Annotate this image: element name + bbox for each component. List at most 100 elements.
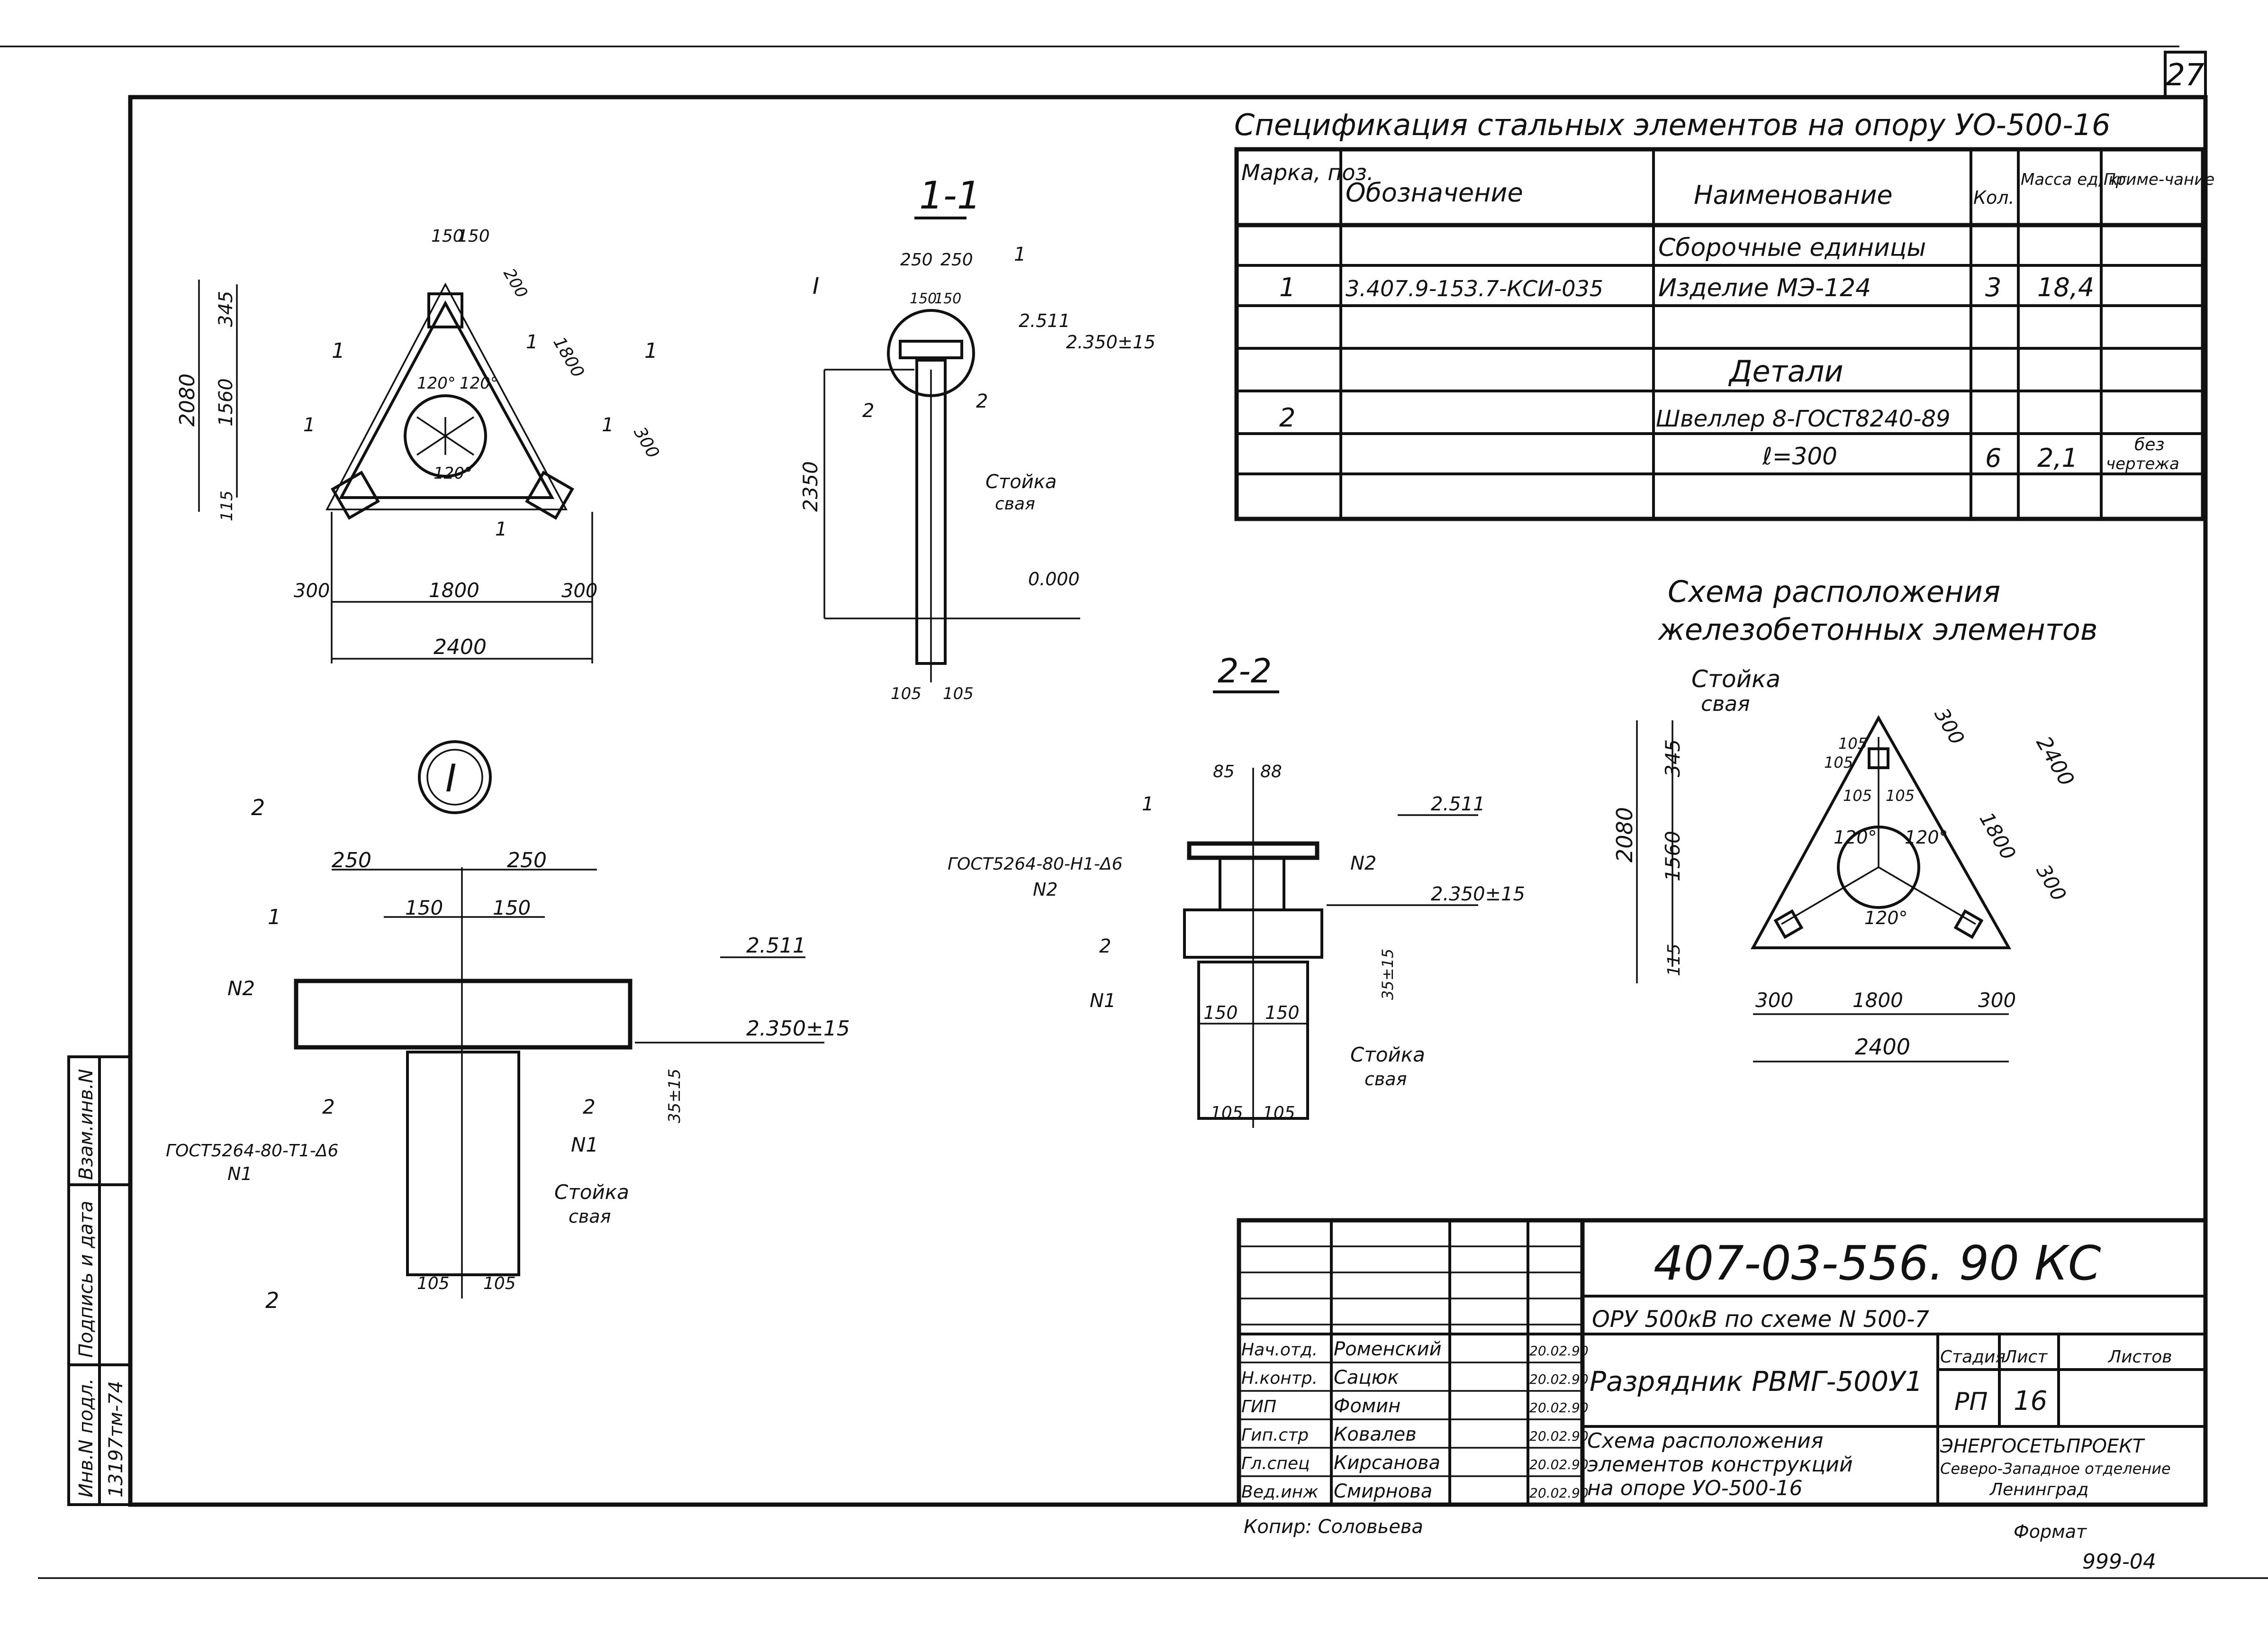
s11-dim-105b: 105	[943, 684, 974, 703]
name-3: Ковалев	[1334, 1424, 1417, 1445]
row1-designation: 3.407.9-153.7-КСИ-035	[1346, 276, 1603, 301]
detail-side-dim: 35±15	[665, 1069, 684, 1123]
stage-label: Стадия	[1940, 1347, 2006, 1367]
scheme-dim-345: 345	[1661, 739, 1684, 777]
stage-value: РП	[1954, 1388, 1988, 1416]
plan-dim-300-right: 300	[561, 580, 597, 602]
doc-code: 407-03-556. 90 КС	[1654, 1235, 2101, 1291]
s22-level-2511: 2.511	[1431, 793, 1485, 815]
scheme-dim-1800: 1800	[1852, 989, 1903, 1012]
s11-level-0000: 0.000	[1028, 569, 1080, 590]
org-2: Северо-Западное отделение	[1940, 1460, 2171, 1478]
scheme-dim-2400: 2400	[1855, 1034, 1910, 1060]
s22-label-2: 2	[1099, 935, 1111, 957]
detail-label-2b: 2	[583, 1095, 596, 1118]
detail-label-n1: N1	[571, 1133, 598, 1156]
name-4: Кирсанова	[1334, 1452, 1440, 1474]
plan-callout-1: 1	[526, 331, 538, 353]
s22-weld: ГОСТ5264-80-Н1-Δ6	[948, 854, 1122, 874]
sheet-label: Лист	[2003, 1347, 2048, 1367]
sheets-label: Листов	[2107, 1347, 2172, 1367]
s11-label-1: 1	[1014, 244, 1026, 265]
scheme-dim-105c: 105	[1843, 787, 1872, 805]
hdr-pos: Марка, поз.	[1241, 160, 1374, 185]
plan-angle-2: 120°	[460, 374, 498, 393]
stamp-inv-label: Инв.N подл.	[75, 1378, 97, 1498]
stamp-replace-label: Взам.инв.N	[75, 1069, 97, 1180]
hdr-mass: Масса ед, кг	[2021, 170, 2127, 189]
name-2: Фомин	[1334, 1395, 1401, 1417]
plan-callout-2: 1	[303, 414, 315, 436]
row2-qty: 6	[1985, 443, 2001, 473]
scheme-angle-3: 120°	[1864, 908, 1908, 928]
role-1: Н.контр.	[1241, 1369, 1318, 1388]
detail-weld: ГОСТ5264-80-Т1-Δ6	[166, 1141, 338, 1161]
detail-label-n2: N2	[227, 977, 255, 1000]
s11-dim-250b: 250	[940, 250, 973, 270]
role-0: Нач.отд.	[1241, 1340, 1318, 1360]
detail-pile-2: свая	[569, 1206, 611, 1227]
row2-mass: 2,1	[2037, 443, 2078, 473]
plan-dim-2400: 2400	[434, 635, 487, 659]
s22-dim-105b: 105	[1263, 1103, 1295, 1123]
s11-level-2350: 2.350±15	[1066, 332, 1156, 353]
spec-title: Спецификация стальных элементов на опору…	[1234, 108, 2110, 142]
plan-pile-right	[525, 471, 574, 520]
plan-dim-345: 345	[215, 291, 237, 327]
plan-dim-2080: 2080	[175, 373, 199, 427]
plan-pile-top	[427, 292, 463, 328]
scheme-pile-1: Стойка	[1691, 665, 1780, 693]
detail-dim-150a: 150	[405, 896, 443, 919]
section11-title: 1-1	[919, 173, 981, 218]
page-number-box	[2164, 51, 2207, 99]
detail-dim-250a: 250	[332, 848, 371, 872]
object-name: ОРУ 500кВ по схеме N 500-7	[1592, 1306, 1929, 1333]
detail-roman-circle	[418, 740, 492, 814]
hdr-qty: Кол.	[1973, 187, 2015, 208]
detail-level-2350: 2.350±15	[746, 1017, 850, 1041]
plan-dim-1800b: 1800	[549, 334, 587, 381]
s22-level-2350: 2.350±15	[1431, 883, 1525, 905]
row2-note-1: без	[2134, 435, 2165, 454]
s11-dim-150a: 150	[910, 291, 937, 307]
section-details: Детали	[1728, 354, 1843, 389]
hdr-note: Приме-чание	[2104, 170, 2214, 189]
section-1-1: 1-1 I 250 250 150 150 2.511 2.350±15 0.0…	[799, 173, 1156, 703]
detail-roman: I	[445, 756, 457, 800]
scheme-pile-left	[1773, 909, 1804, 939]
section22-title: 2-2	[1218, 652, 1272, 690]
s11-dim-105a: 105	[891, 684, 922, 703]
plan-pile-left	[331, 471, 380, 520]
detail-dim-150b: 150	[493, 896, 531, 919]
plan-dim-150a: 150	[431, 227, 464, 246]
hdr-designation: Обозначение	[1346, 178, 1523, 208]
plan-dim-300-left: 300	[294, 580, 330, 602]
binding-stamp: Инв.N подл. Подпись и дата Взам.инв.N 13…	[67, 1055, 132, 1506]
scheme-dim-2080: 2080	[1612, 807, 1637, 862]
detail-dim-105b: 105	[483, 1274, 516, 1293]
name-0: Роменский	[1334, 1338, 1442, 1360]
plan-callout-3: 1	[495, 518, 507, 540]
row1-name: Изделие МЭ-124	[1658, 274, 1871, 302]
hdr-name: Наименование	[1694, 180, 1893, 210]
plan-dim-115: 115	[217, 490, 236, 521]
scheme-dim-300a: 300	[1755, 989, 1793, 1012]
date-4: 20.02.90	[1529, 1457, 1589, 1472]
detail-cut-top: 2	[251, 795, 265, 820]
scheme-dim-300d: 300	[2032, 861, 2071, 905]
s22-label-n2: N2	[1350, 853, 1376, 874]
scheme-dim-300b: 300	[1978, 989, 2016, 1012]
title-block: 407-03-556. 90 КС ОРУ 500кВ по схеме N 5…	[1237, 1218, 2208, 1507]
plan-center-circle	[404, 394, 487, 478]
plan-dim-1800: 1800	[429, 579, 479, 602]
s22-side-dim: 35±15	[1379, 949, 1397, 1000]
row1-pos: 1	[1279, 272, 1295, 302]
page-number: 27	[2166, 58, 2205, 93]
scheme-dim-2400b: 2400	[2031, 732, 2078, 790]
sheet-title-1: Схема расположения	[1587, 1429, 1823, 1453]
s22-dim-105a: 105	[1211, 1103, 1243, 1123]
row2-name: Швеллер 8-ГОСТ8240-89	[1656, 406, 1951, 432]
detail-I: I 2 2 250 250 150 150 2.511 2.350±15 35±…	[166, 740, 850, 1313]
rc-elements-scheme: Схема расположения железобетонных элемен…	[1612, 574, 2097, 1062]
